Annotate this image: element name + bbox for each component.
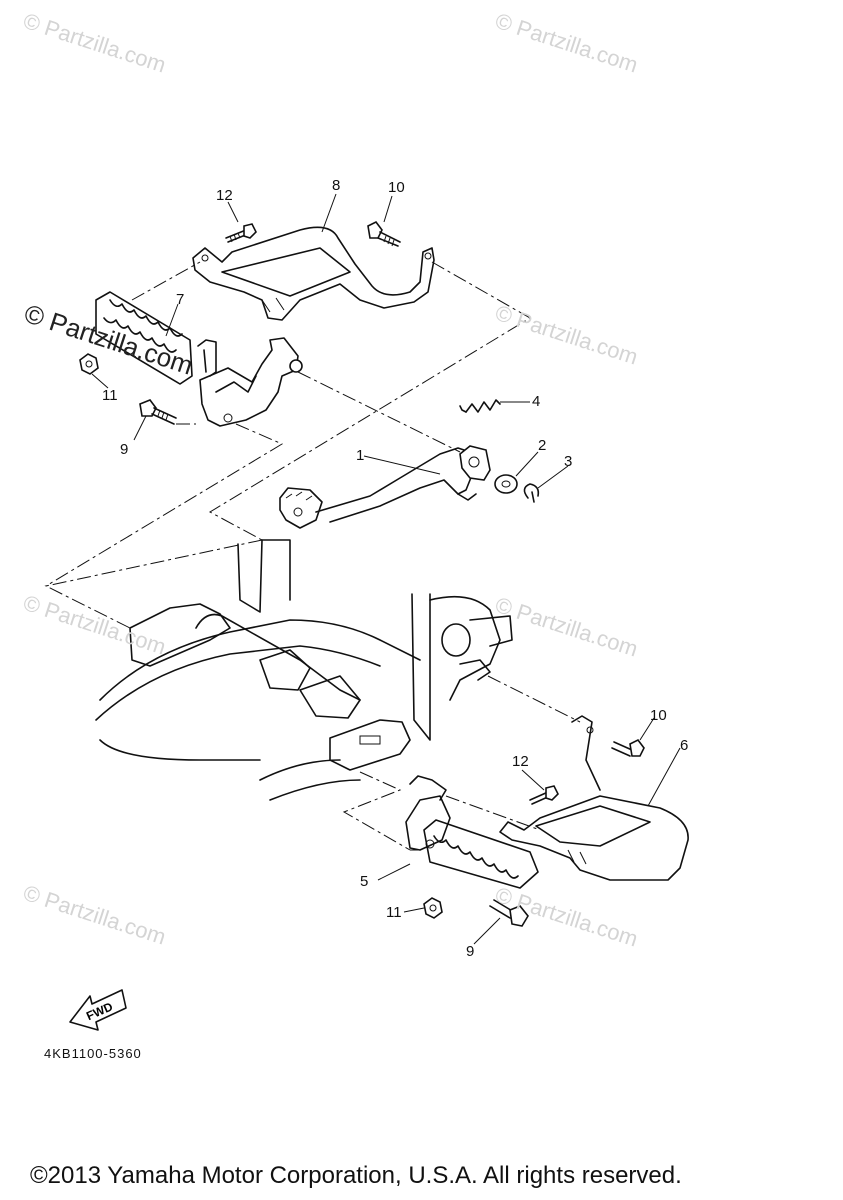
return-spring [459, 399, 501, 413]
bolt-9-upper [139, 399, 177, 425]
callout-8: 8 [332, 177, 341, 194]
bolt-12-upper [225, 223, 257, 243]
callout-12-lower: 12 [512, 753, 529, 770]
callout-1: 1 [356, 447, 365, 464]
diagram-part-code: 4KB1100-5360 [44, 1046, 142, 1061]
vehicle-frame [95, 539, 513, 801]
callout-11-upper: 11 [102, 387, 118, 404]
callout-3: 3 [564, 453, 573, 470]
footrest-lower [405, 775, 539, 889]
bolt-10-upper [367, 220, 401, 247]
callout-6: 6 [680, 737, 689, 754]
callout-11-lower: 11 [386, 904, 402, 921]
bolt-10-lower [611, 738, 645, 757]
bolt-9-lower [489, 899, 529, 927]
callout-leaders [91, 193, 681, 945]
footrest-bracket-upper [192, 226, 435, 321]
footrest-bracket-lower [499, 715, 689, 881]
callout-2: 2 [538, 437, 547, 454]
callout-9-upper: 9 [120, 441, 129, 458]
assembly-reference-lines [44, 261, 581, 851]
callout-4: 4 [532, 393, 541, 410]
forward-arrow-icon [69, 989, 127, 1031]
footrest-upper [95, 291, 303, 427]
nut-11-upper [79, 353, 99, 375]
circlip [523, 483, 540, 503]
callout-7: 7 [176, 291, 185, 308]
callout-5: 5 [360, 873, 369, 890]
brake-pedal [279, 445, 491, 529]
callout-12-upper: 12 [216, 187, 233, 204]
nut-11-lower [423, 897, 443, 919]
washer [494, 474, 518, 494]
callout-10-upper: 10 [388, 179, 405, 196]
bolt-12-lower [529, 785, 559, 805]
copyright-notice: ©2013 Yamaha Motor Corporation, U.S.A. A… [30, 1162, 682, 1189]
callout-9-lower: 9 [466, 943, 475, 960]
callout-10-lower: 10 [650, 707, 667, 724]
